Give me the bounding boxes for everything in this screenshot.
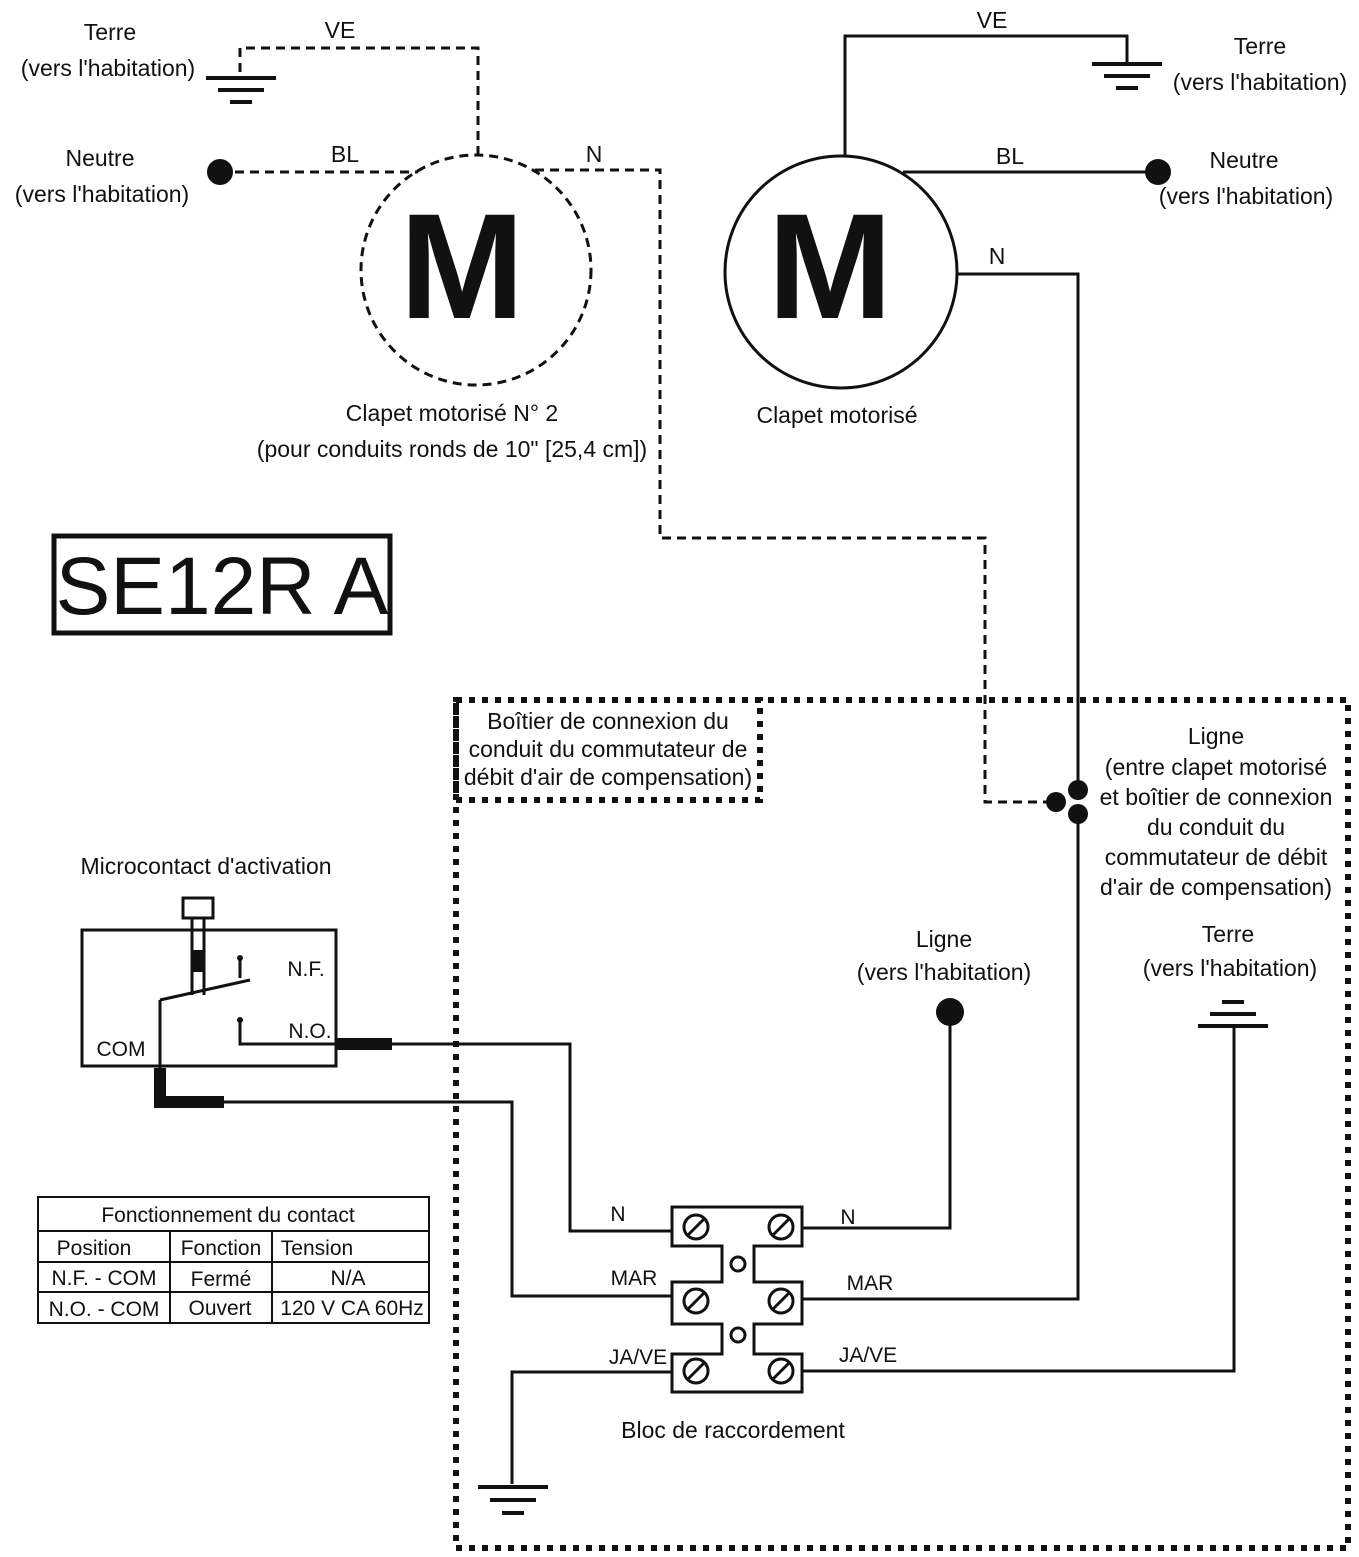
junction-box-title-line-3: débit d'air de compensation) xyxy=(464,764,752,790)
box-ground-symbol xyxy=(478,1485,548,1515)
microswitch-plunger-cap xyxy=(181,896,215,920)
contact-table-row-2-position: N.O. - COM xyxy=(49,1298,160,1321)
microswitch-body xyxy=(80,928,338,1068)
ground-house-symbol xyxy=(1198,1000,1268,1028)
damper-1-neutral-label: Neutre xyxy=(1209,147,1278,173)
damper-1-ground-symbol xyxy=(1092,62,1162,90)
ground-house-label: Terre xyxy=(1202,921,1254,947)
microswitch-nf-label: N.F. xyxy=(287,958,324,981)
damper-1-bl-label: BL xyxy=(996,143,1024,169)
microswitch-no-contact xyxy=(238,1020,336,1046)
damper-1-caption: Clapet motorisé xyxy=(756,402,917,428)
junction-box-title-line-1: Boîtier de connexion du xyxy=(487,708,729,734)
damper-2-ground-sub: (vers l'habitation) xyxy=(21,55,195,81)
terminal-left-mar: MAR xyxy=(611,1267,658,1290)
wire-n-to-line-house xyxy=(802,1012,952,1230)
damper-2-caption-1: Clapet motorisé N° 2 xyxy=(346,400,558,426)
contact-table-row-1-fonction: Fermé xyxy=(191,1268,252,1291)
contact-table-header-tension: Tension xyxy=(281,1237,353,1260)
microswitch-title: Microcontact d'activation xyxy=(80,853,331,879)
damper-1-motor-circle xyxy=(723,154,959,390)
contact-table-title: Fonctionnement du contact xyxy=(101,1204,354,1227)
terminal-block-body xyxy=(670,1205,804,1394)
damper-2-ground-symbol xyxy=(206,76,276,104)
junction-box-outline xyxy=(453,697,1351,1551)
line-title: Ligne xyxy=(1188,723,1244,749)
damper-2-caption-2: (pour conduits ronds de 10" [25,4 cm]) xyxy=(257,436,647,462)
microswitch-no-label: N.O. xyxy=(288,1020,331,1043)
terminal-left-n: N xyxy=(610,1203,625,1226)
damper-1: M VE Terre (vers l'habitation) BL Neutre… xyxy=(723,7,1347,790)
damper-1-neutral-terminal xyxy=(1145,159,1171,185)
terminal-right-java: JA/VE xyxy=(839,1344,897,1367)
junction-box: Boîtier de connexion du conduit du commu… xyxy=(453,697,1351,1551)
contact-table: Fonctionnement du contact Position Fonct… xyxy=(37,1196,430,1324)
model-label: SE12R A xyxy=(56,541,389,632)
line-desc-3: du conduit du xyxy=(1147,814,1285,840)
terminal-screws xyxy=(682,1213,795,1385)
line-house-label: Ligne xyxy=(916,926,972,952)
line-desc-2: et boîtier de connexion xyxy=(1100,784,1333,810)
line-desc-4: commutateur de débit xyxy=(1105,844,1328,870)
terminal-block-caption: Bloc de raccordement xyxy=(621,1417,845,1443)
contact-table-frame xyxy=(37,1196,430,1324)
line-desc-1: (entre clapet motorisé xyxy=(1105,754,1327,780)
damper-2-neutral-terminal xyxy=(207,159,233,185)
damper-2-neutral-label: Neutre xyxy=(65,145,134,171)
damper-1-ve-label: VE xyxy=(977,7,1008,33)
microswitch: Microcontact d'activation N.F. N.O. COM xyxy=(80,853,392,1108)
model-box: SE12R A xyxy=(51,533,393,636)
damper-1-n-wire xyxy=(957,272,1080,790)
microswitch-lever xyxy=(159,978,251,1002)
damper-1-ground-sub: (vers l'habitation) xyxy=(1173,69,1347,95)
microswitch-com-label: COM xyxy=(97,1038,146,1061)
junction-box-title-line-2: conduit du commutateur de xyxy=(469,736,748,762)
damper-1-ground-label: Terre xyxy=(1234,33,1286,59)
microswitch-com-lead xyxy=(154,1068,224,1108)
wire-no-to-n xyxy=(392,1042,672,1233)
damper-2-ve-label: VE xyxy=(325,17,356,43)
junction-box-title-frame xyxy=(453,697,763,803)
wire-java-to-ground xyxy=(510,1370,672,1484)
wire-mar-to-line xyxy=(802,814,1080,1301)
damper-2-motor-circle xyxy=(359,153,593,387)
damper-2: M VE Terre (vers l'habitation) BL Neutre… xyxy=(15,17,1050,804)
ground-house-sub: (vers l'habitation) xyxy=(1143,955,1317,981)
contact-table-header-position: Position xyxy=(57,1237,132,1260)
terminal-block: N MAR JA/VE N MAR JA/VE Bloc de raccorde… xyxy=(609,1203,897,1443)
contact-table-row-2-fonction: Ouvert xyxy=(188,1297,251,1320)
damper-1-n-label: N xyxy=(989,243,1006,269)
microswitch-plunger-spring xyxy=(192,950,204,972)
line-desc-5: d'air de compensation) xyxy=(1100,874,1332,900)
model-frame xyxy=(51,533,393,636)
terminal-left-java: JA/VE xyxy=(609,1346,667,1369)
contact-table-row-1-tension: N/A xyxy=(330,1267,365,1290)
damper-2-motor-letter: M xyxy=(400,182,525,350)
damper-1-neutral-sub: (vers l'habitation) xyxy=(1159,183,1333,209)
damper-2-n-label: N xyxy=(586,141,603,167)
damper-2-neutral-sub: (vers l'habitation) xyxy=(15,181,189,207)
damper-1-ve-wire xyxy=(843,34,1129,156)
terminal-right-mar: MAR xyxy=(847,1272,894,1295)
damper-2-ground-label: Terre xyxy=(84,19,136,45)
line-connector-dot-top xyxy=(1068,780,1088,800)
contact-table-header-fonction: Fonction xyxy=(181,1237,262,1260)
wire-java-to-ground-house xyxy=(802,1028,1236,1373)
box-wiring xyxy=(224,814,1236,1484)
damper-1-motor-letter: M xyxy=(768,182,893,350)
wire-com-to-mar xyxy=(224,1100,672,1298)
line-house-sub: (vers l'habitation) xyxy=(857,959,1031,985)
contact-table-row-1-position: N.F. - COM xyxy=(52,1267,157,1290)
line-connector-dot-left xyxy=(1046,792,1066,812)
damper-2-bl-label: BL xyxy=(331,141,359,167)
terminal-right-n: N xyxy=(840,1206,855,1229)
contact-table-row-2-tension: 120 V CA 60Hz xyxy=(280,1297,424,1320)
damper-2-ve-wire xyxy=(238,46,480,155)
